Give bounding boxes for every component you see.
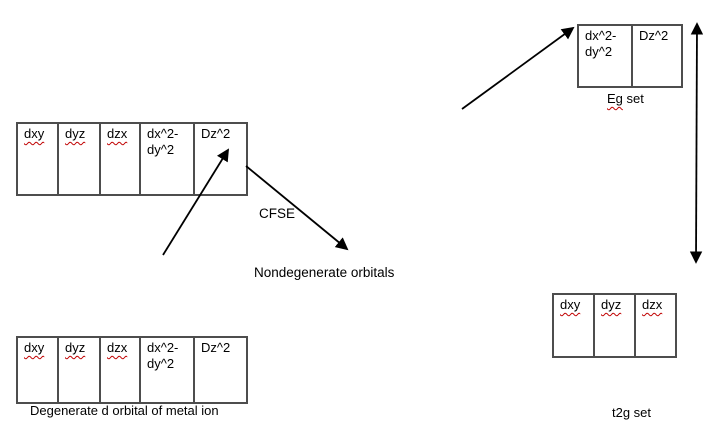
eg-set-table: dx^2- dy^2 Dz^2 [577, 24, 683, 88]
degenerate-orbitals-table-bottom: dxy dyz dzx dx^2- dy^2 Dz^2 [16, 336, 248, 404]
cell-dx2-y2: dx^2- dy^2 [139, 336, 195, 404]
orbital-label-dxy: dxy [24, 126, 45, 141]
orbital-label-dx2-y2: dx^2- dy^2 [585, 28, 617, 59]
eg-set-caption-suffix: set [622, 91, 644, 106]
eg-set-caption-word: Eg [607, 91, 623, 106]
orbital-label-dzx: dzx [107, 340, 128, 355]
orbital-label-dzx: dzx [107, 126, 128, 141]
double-arrow-eg-t2g-splitting-gap [689, 22, 704, 264]
cell-dxy: dxy [16, 122, 59, 196]
cell-dzx: dzx [99, 336, 141, 404]
orbital-label-dxy: dxy [560, 297, 581, 312]
cell-dz2: Dz^2 [193, 336, 248, 404]
t2g-set-table: dxy dyz dzx [552, 293, 677, 358]
arrow-to-eg-set [461, 26, 575, 110]
orbital-label-dyz: dyz [65, 340, 86, 355]
degenerate-table-caption: Degenerate d orbital of metal ion [30, 403, 219, 418]
nondegenerate-orbitals-label: Nondegenerate orbitals [254, 265, 395, 280]
orbital-label-dxy: dxy [24, 340, 45, 355]
orbital-label-dzx: dzx [642, 297, 663, 312]
orbital-label-dz2: Dz^2 [639, 28, 669, 43]
cell-dyz: dyz [593, 293, 636, 358]
orbital-label-dyz: dyz [601, 297, 622, 312]
cell-dzx: dzx [634, 293, 677, 358]
orbital-label-dz2: Dz^2 [201, 126, 231, 141]
cell-dxy: dxy [16, 336, 59, 404]
eg-set-caption: Eg set [607, 91, 644, 107]
cell-dz2: Dz^2 [193, 122, 248, 196]
cell-dyz: dyz [57, 336, 101, 404]
orbital-label-dyz: dyz [65, 126, 86, 141]
cell-dyz: dyz [57, 122, 101, 196]
t2g-set-caption: t2g set [612, 405, 652, 420]
cell-dx2-y2: dx^2- dy^2 [577, 24, 633, 88]
cell-dxy: dxy [552, 293, 595, 358]
orbital-label-dz2: Dz^2 [201, 340, 231, 355]
orbital-label-dx2-y2: dx^2- dy^2 [147, 126, 179, 157]
cell-dz2: Dz^2 [631, 24, 683, 88]
cell-dx2-y2: dx^2- dy^2 [139, 122, 195, 196]
orbital-label-dx2-y2: dx^2- dy^2 [147, 340, 179, 371]
cfse-label: CFSE [259, 206, 296, 221]
cell-dzx: dzx [99, 122, 141, 196]
degenerate-orbitals-table-top: dxy dyz dzx dx^2- dy^2 Dz^2 [16, 122, 248, 196]
